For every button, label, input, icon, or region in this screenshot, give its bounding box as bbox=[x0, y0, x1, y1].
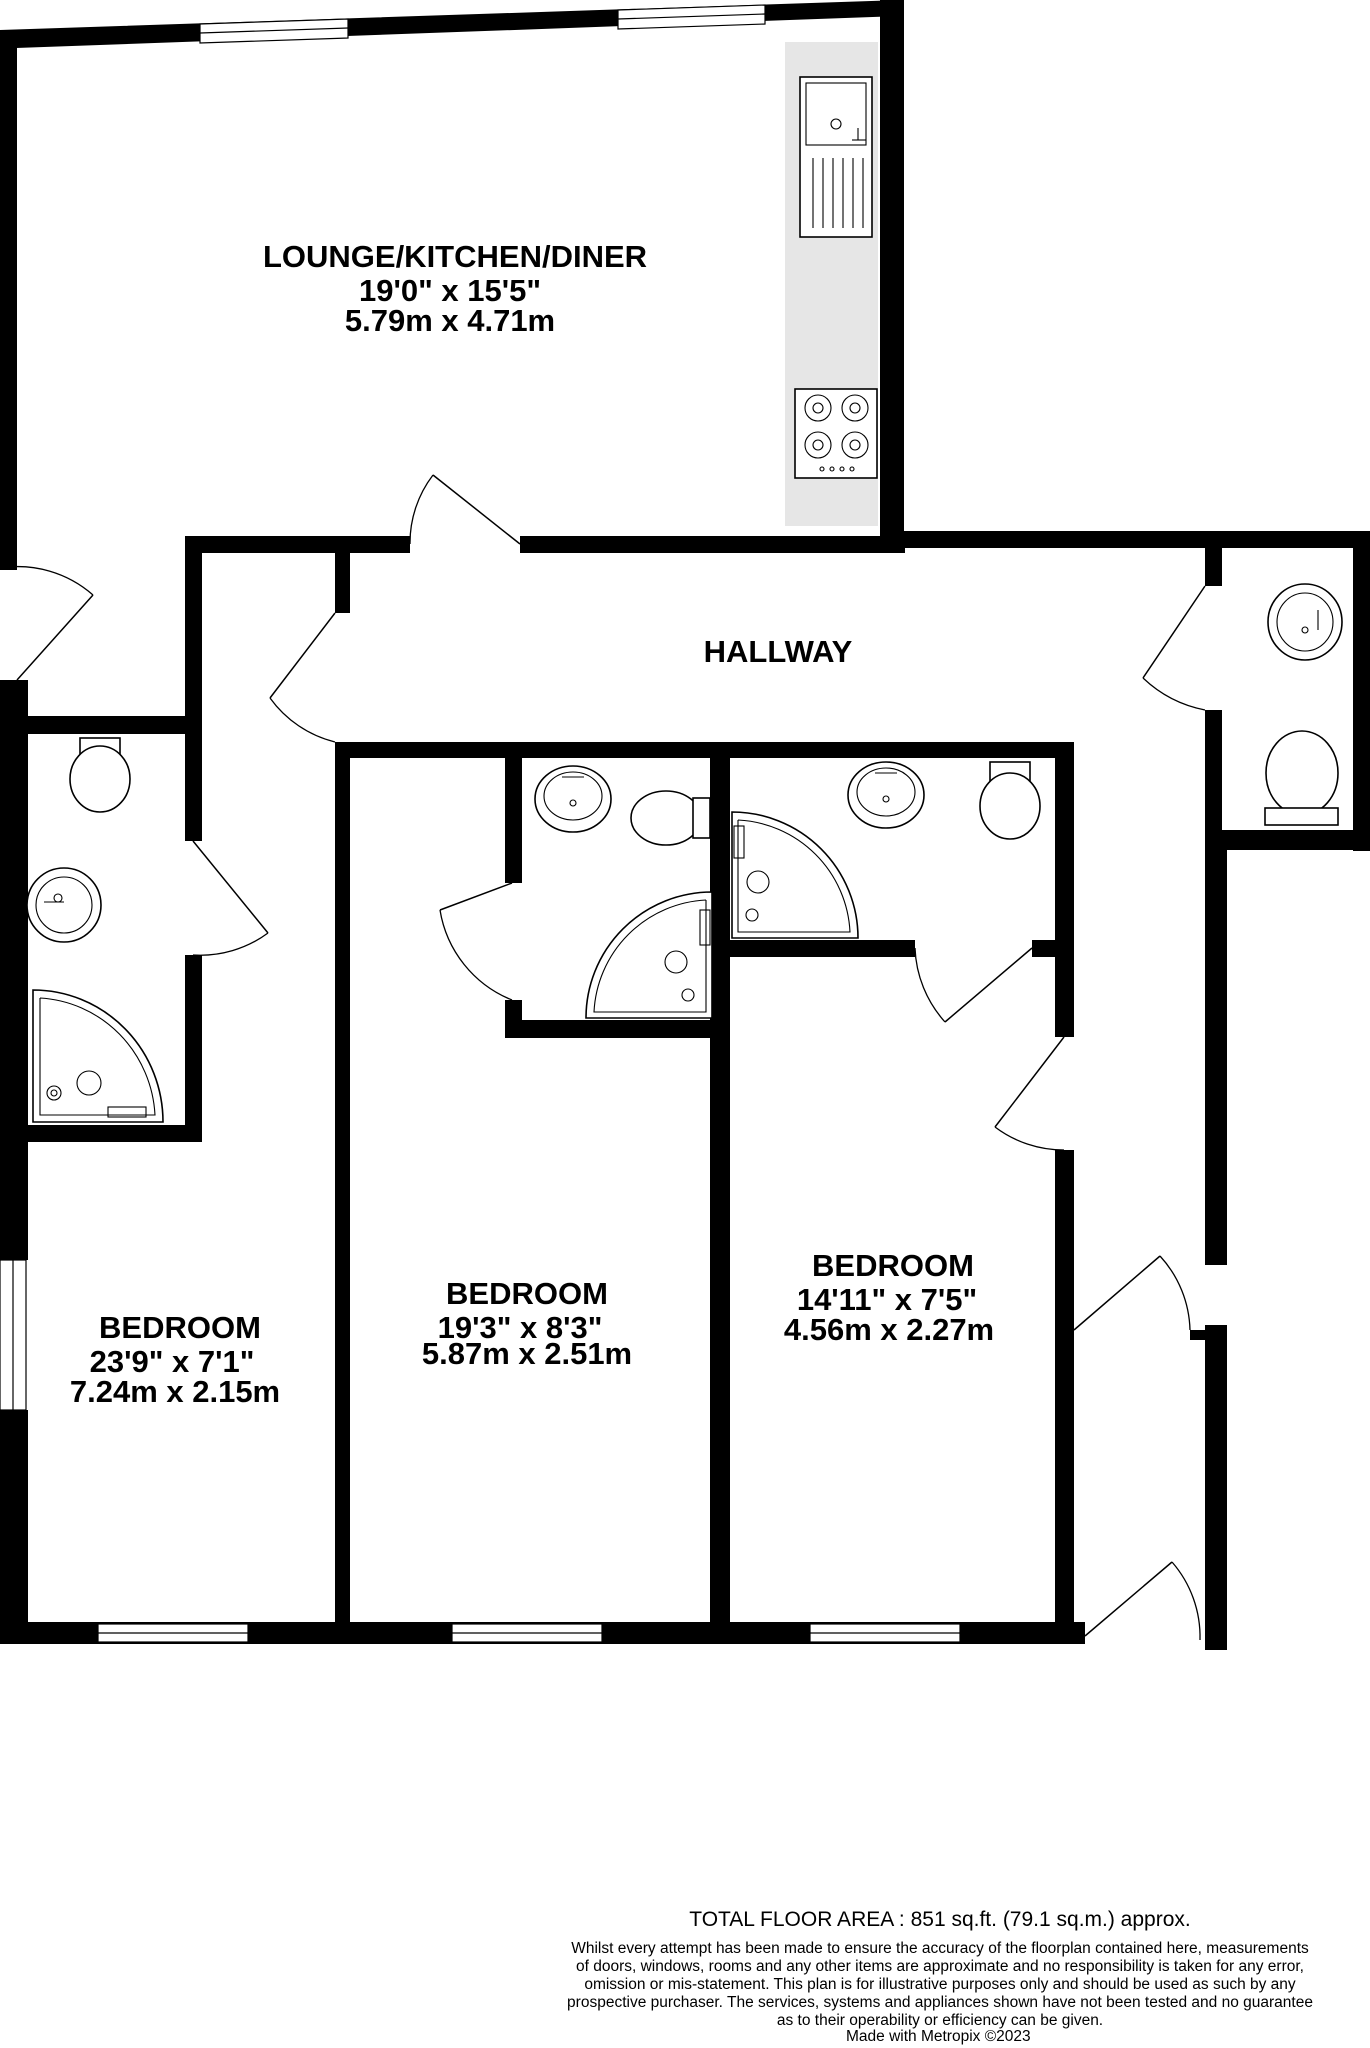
middle-ensuite-shower bbox=[585, 891, 713, 1019]
middle-ensuite-basin bbox=[534, 765, 612, 833]
bedroom-left-name: BEDROOM bbox=[99, 1310, 261, 1345]
wc-toilet bbox=[1264, 730, 1339, 826]
middle-ensuite-toilet bbox=[630, 790, 711, 846]
bedroom-middle-imperial: 19'3" x 8'3" bbox=[438, 1310, 603, 1345]
lounge-imperial: 19'0" x 15'5" bbox=[359, 273, 541, 308]
kitchen-sink bbox=[799, 76, 873, 238]
right-ensuite-basin bbox=[847, 761, 925, 829]
right-ensuite-shower bbox=[731, 811, 859, 939]
disclaimer-line: as to their operability or efficiency ca… bbox=[776, 2012, 1104, 2029]
bedroom-middle-metric: 5.87m x 2.51m bbox=[422, 1336, 632, 1371]
bedroom-left-metric: 7.24m x 2.15m bbox=[70, 1374, 280, 1409]
disclaimer-line: prospective purchaser. The services, sys… bbox=[567, 1994, 1313, 2011]
bedroom-left-imperial: 23'9" x 7'1" bbox=[90, 1344, 255, 1379]
bedroom-middle-name: BEDROOM bbox=[446, 1276, 608, 1311]
total-floor-area: TOTAL FLOOR AREA : 851 sq.ft. (79.1 sq.m… bbox=[689, 1908, 1191, 1931]
hallway-name: HALLWAY bbox=[704, 634, 853, 669]
bedroom-right-metric: 4.56m x 2.27m bbox=[784, 1312, 994, 1347]
metropix-credit: Made with Metropix ©2023 bbox=[846, 2028, 1031, 2045]
left-ensuite-toilet bbox=[69, 737, 131, 813]
walls bbox=[0, 0, 1370, 1650]
lounge-name: LOUNGE/KITCHEN/DINER bbox=[263, 239, 647, 274]
left-ensuite-basin bbox=[26, 867, 102, 943]
wc-basin bbox=[1267, 583, 1343, 661]
disclaimer: Whilst every attempt has been made to en… bbox=[545, 1940, 1335, 2030]
disclaimer-line: Whilst every attempt has been made to en… bbox=[571, 1940, 1309, 1957]
disclaimer-line: of doors, windows, rooms and any other i… bbox=[575, 1958, 1304, 1975]
right-ensuite-toilet bbox=[979, 761, 1041, 840]
windows bbox=[0, 4, 961, 1643]
bedroom-right-name: BEDROOM bbox=[812, 1248, 974, 1283]
floor-plan: LOUNGE/KITCHEN/DINER 19'0" x 15'5" 5.79m… bbox=[0, 0, 1370, 1650]
lounge-metric: 5.79m x 4.71m bbox=[345, 303, 555, 338]
doors bbox=[0, 474, 1206, 1641]
disclaimer-line: omission or mis-statement. This plan is … bbox=[584, 1976, 1296, 1993]
hob bbox=[794, 388, 878, 479]
left-ensuite-shower bbox=[32, 989, 164, 1123]
bedroom-right-imperial: 14'11" x 7'5" bbox=[797, 1282, 977, 1317]
